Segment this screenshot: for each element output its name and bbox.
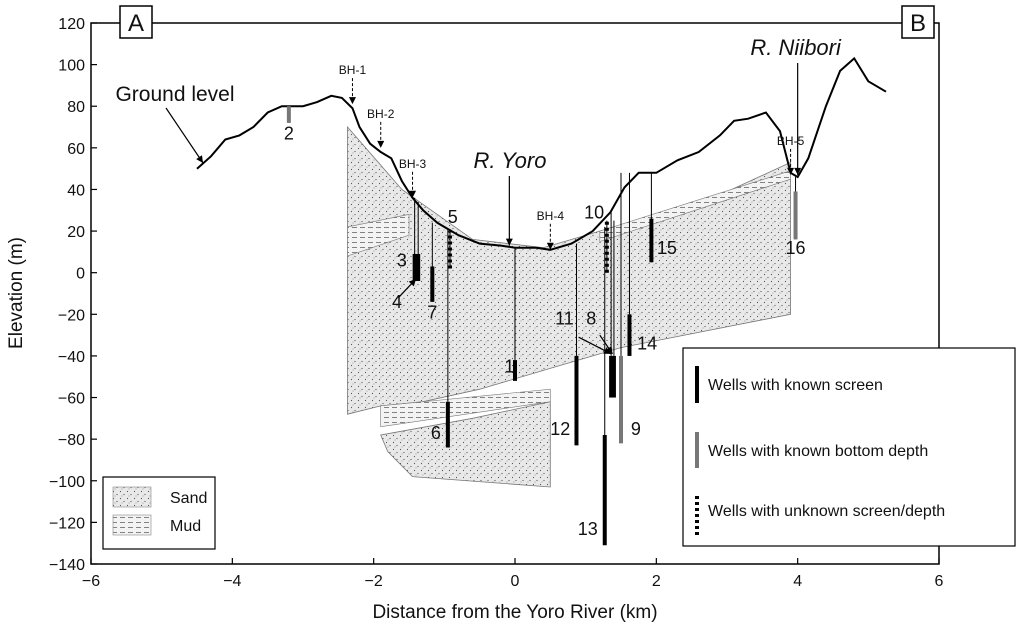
y-tick-label: −20 [58, 307, 85, 324]
x-tick-label: 0 [511, 573, 520, 590]
well-label-3: 3 [397, 250, 407, 270]
well-label-16: 16 [786, 238, 806, 258]
y-axis-label: Elevation (m) [6, 237, 27, 349]
borehole-arrowhead-1 [348, 97, 356, 105]
legend-bottom-label: Wells with known bottom depth [708, 443, 928, 460]
well-label-14: 14 [637, 334, 657, 354]
mud-swatch [112, 514, 152, 536]
ground-level-arrowhead [196, 155, 203, 163]
ground-profile [196, 56, 887, 251]
ground-level-annotation: Ground level [115, 83, 234, 106]
well-label-1: 1 [504, 357, 514, 377]
y-tick-label: −100 [49, 474, 85, 491]
y-tick-label: −40 [58, 349, 85, 366]
well-label-8: 8 [586, 309, 596, 329]
ground-level-line [196, 56, 887, 251]
y-tick-label: 120 [58, 16, 85, 33]
borehole-arrowhead-2 [377, 140, 385, 148]
y-tick-label: 80 [67, 99, 85, 116]
well-label-5: 5 [448, 207, 458, 227]
well-label-13: 13 [578, 519, 598, 539]
borehole-label-3: BH-3 [399, 157, 427, 171]
sand-swatch [112, 486, 152, 508]
well-4-arrowhead [408, 278, 417, 287]
wells-legend: Wells with known screen Wells with known… [682, 347, 1016, 547]
y-tick-label: −60 [58, 391, 85, 408]
well-label-9: 9 [631, 419, 641, 439]
river-niibori-annotation: R. Niibori [750, 35, 842, 60]
well-label-15: 15 [657, 238, 677, 258]
wells-legend-box [682, 347, 1016, 547]
river-niibori-arrowhead [794, 167, 802, 175]
y-tick-label: 60 [67, 141, 85, 158]
panel-a-box [119, 5, 153, 39]
borehole-arrowhead-4 [546, 242, 554, 250]
x-tick-label: −6 [82, 573, 100, 590]
legend-mud-label: Mud [170, 518, 201, 535]
ground-level-pointer [165, 107, 204, 164]
borehole-label-5: BH-5 [777, 134, 805, 148]
legend-unknown-label: Wells with unknown screen/depth [708, 503, 945, 520]
annotations: Ground level R. Yoro R. NiiboriBH-1BH-2BH-… [115, 35, 842, 355]
y-tick-label: −140 [49, 557, 85, 574]
borehole-label-4: BH-4 [537, 209, 565, 223]
well-label-12: 12 [550, 419, 570, 439]
well-label-10: 10 [584, 203, 604, 223]
river-yoro-annotation: R. Yoro [474, 148, 547, 173]
geology-units [347, 125, 791, 488]
y-tick-label: −120 [49, 515, 85, 532]
legend-sand-label: Sand [170, 490, 207, 507]
mud-band-2 [380, 388, 551, 428]
x-tick-label: −4 [223, 573, 241, 590]
x-tick-label: 2 [652, 573, 661, 590]
panel-b-box [901, 5, 935, 39]
x-tick-label: 6 [935, 573, 944, 590]
units-legend: Sand Mud [102, 476, 216, 550]
borehole-arrowhead-3 [409, 190, 417, 198]
mud-band-3 [599, 170, 791, 242]
y-tick-label: 0 [76, 266, 85, 283]
river-yoro-arrowhead [505, 238, 513, 246]
borehole-label-2: BH-2 [367, 107, 395, 121]
borehole-label-1: BH-1 [339, 63, 367, 77]
well-label-11: 11 [555, 309, 574, 329]
x-tick-label: 4 [793, 573, 802, 590]
well-label-7: 7 [427, 302, 437, 322]
well-label-4: 4 [392, 292, 402, 312]
y-tick-label: −80 [58, 432, 85, 449]
legend-screen-label: Wells with known screen [708, 377, 883, 394]
panel-a-label: A [128, 10, 144, 37]
panel-b-label: B [910, 10, 926, 37]
x-axis-ticks: −6 −4 −2 0 2 4 6 [82, 558, 944, 590]
x-axis-label: Distance from the Yoro River (km) [372, 602, 657, 623]
y-tick-label: 20 [67, 224, 85, 241]
y-tick-label: 40 [67, 182, 85, 199]
mud-band-1 [347, 214, 410, 257]
well-label-2: 2 [284, 124, 294, 144]
borehole-arrowhead-5 [787, 167, 795, 175]
y-tick-label: 100 [58, 58, 85, 75]
x-tick-label: −2 [365, 573, 383, 590]
sand-unit-lower [380, 401, 551, 488]
well-8-arrowhead [605, 346, 613, 354]
y-axis-ticks: 120 100 80 60 40 20 0 −20 −40 −60 −80 −100 −120 −140 [49, 16, 97, 574]
well-label-6: 6 [431, 423, 441, 443]
